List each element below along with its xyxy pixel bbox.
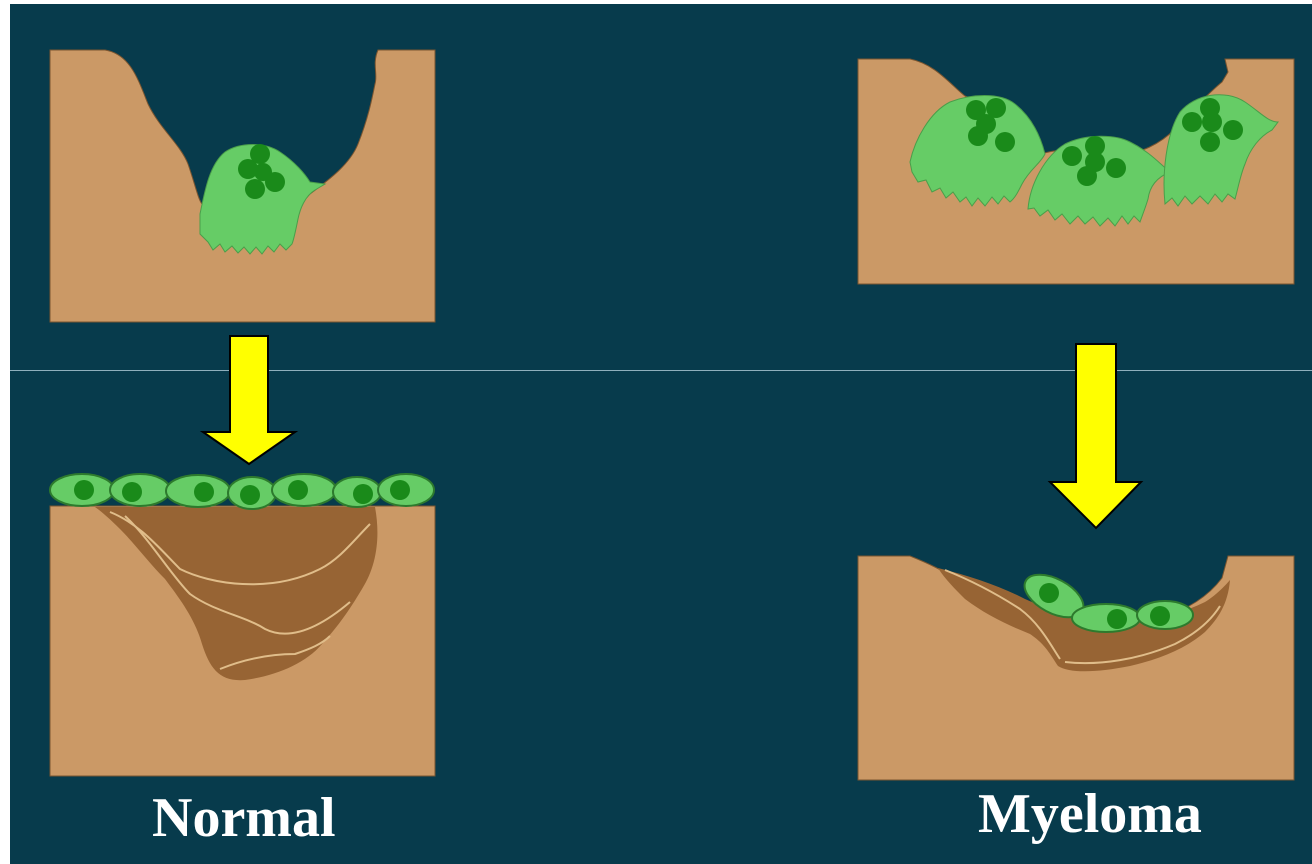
nucleus (254, 163, 272, 181)
osteoblast (166, 475, 230, 507)
myeloma-formation-panel (858, 556, 1294, 780)
osteoblast (228, 477, 276, 509)
nucleus (250, 144, 270, 164)
osteoblast (378, 474, 434, 506)
diagram-slide: Normal Myeloma (10, 4, 1312, 864)
normal-label: Normal (152, 790, 336, 846)
nucleus (245, 179, 265, 199)
osteoblast (333, 477, 381, 507)
osteoblast-row (50, 474, 434, 509)
osteoblast (1072, 604, 1140, 632)
arrow-down-icon (1050, 344, 1141, 528)
osteoblast (110, 474, 170, 506)
diagram-canvas (10, 4, 1312, 864)
osteoblast (50, 474, 114, 506)
arrow-down-icon (203, 336, 295, 464)
normal-resorption-panel (50, 50, 435, 322)
osteoblast (1137, 601, 1193, 629)
normal-formation-panel (50, 474, 435, 776)
osteoblast (272, 474, 336, 506)
myeloma-label: Myeloma (978, 786, 1202, 842)
myeloma-resorption-panel (858, 59, 1294, 284)
